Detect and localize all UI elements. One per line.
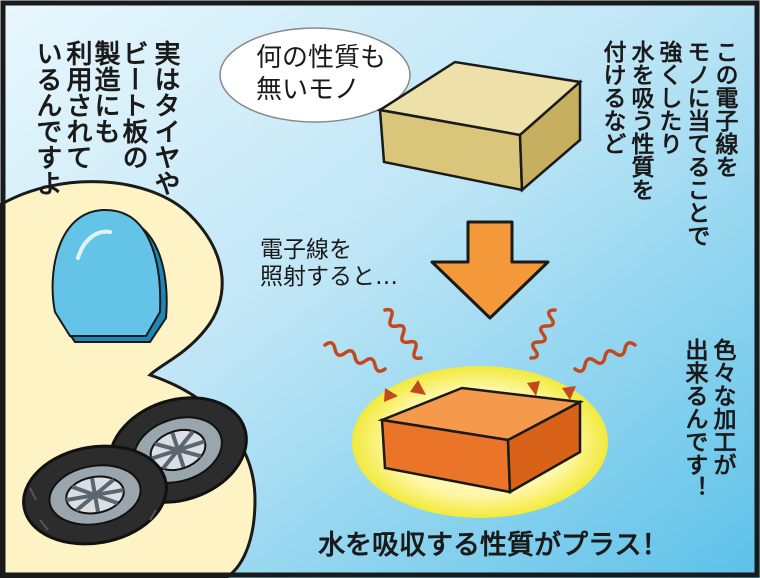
arrow-label-line-2: 照射すると…: [260, 264, 398, 290]
down-arrow-icon: [430, 220, 550, 320]
left-caption-line-3: 製造にも: [90, 40, 120, 144]
kickboard-illustration: [51, 208, 168, 343]
bubble-text-line-1: 何の性質も: [256, 43, 387, 73]
arrow-label-line-1: 電子線を: [260, 237, 352, 263]
side-caption-line-2: 出来るんです！: [681, 338, 707, 499]
right-caption-line-2: モノに当てることで: [683, 40, 709, 247]
left-caption-line-1: 実はタイヤや: [150, 40, 180, 196]
left-caption-line-5: いるんですよ: [32, 40, 62, 196]
right-caption-line-4: 水を吸う性質を: [627, 40, 653, 201]
speech-bubble: [219, 27, 411, 123]
right-caption-line-1: この電子線を: [711, 40, 737, 178]
bottom-caption: 水を吸収する性質がプラス！: [318, 530, 669, 561]
right-caption-line-3: 強くしたり: [655, 40, 681, 155]
electron-beam-icons: [323, 307, 637, 373]
side-caption-line-1: 色々な加工が: [709, 338, 735, 476]
beam-arrowheads: [384, 380, 576, 402]
bubble-text-line-2: 無いモノ: [256, 75, 361, 105]
left-caption-line-4: 利用されて: [62, 40, 92, 170]
treated-block-illustration: [377, 386, 585, 495]
left-caption-line-2: ビート板の: [118, 40, 148, 170]
plain-block-illustration: [376, 60, 583, 193]
right-caption-line-5: 付けるなど: [599, 40, 625, 155]
tires-illustration: [22, 396, 248, 546]
